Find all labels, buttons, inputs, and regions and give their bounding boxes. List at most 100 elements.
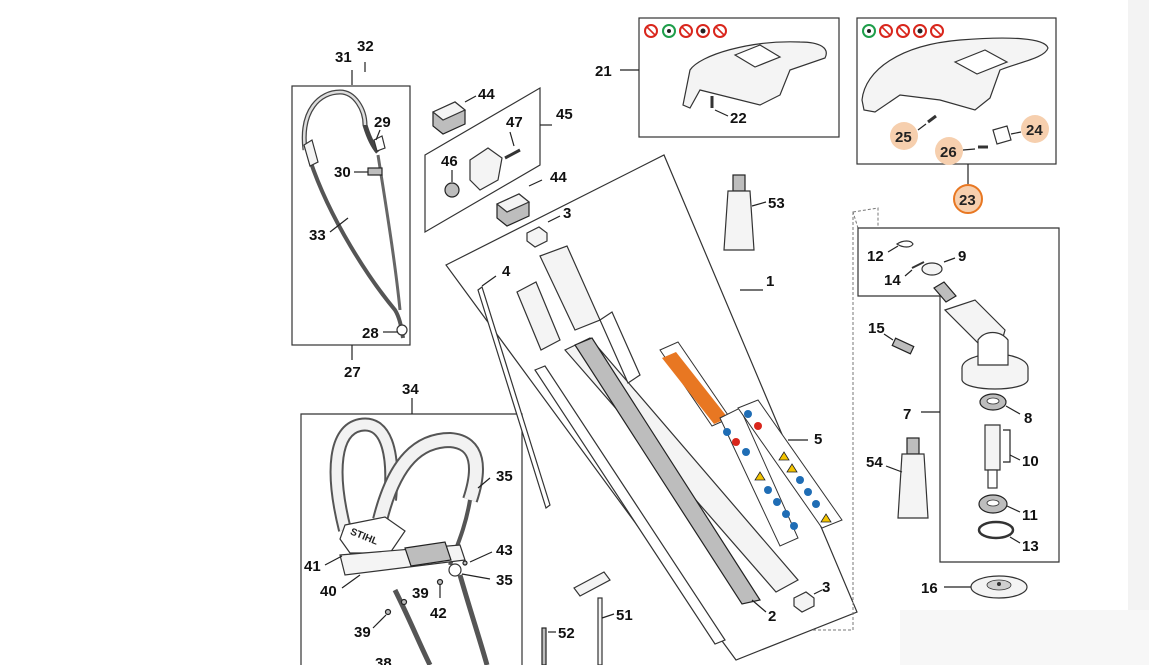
mandatory-blue-icon [782,510,790,518]
strap-slider [367,167,383,176]
guard-screw-25[interactable] [927,114,937,124]
callout-26: 26 [940,144,957,161]
deflector-guard-kit-21[interactable]: 21 22 [595,17,840,138]
callout-line-35a [477,477,491,489]
sleeve-9[interactable] [921,262,943,276]
circlip-12[interactable] [895,240,914,248]
grease-tube-53[interactable] [723,190,755,251]
screw-15[interactable] [891,337,915,355]
callout-38: 38 [375,655,392,665]
grease-tube-54-group[interactable]: 54 [866,437,929,519]
callout-12: 12 [867,248,884,265]
callout-line-53 [751,201,767,207]
gear-housing-flange [961,368,1029,390]
drive-shaft-lower [534,365,726,645]
gear-head-assembly[interactable]: 12 9 14 15 7 8 10 11 13 [812,207,1060,631]
callout-27: 27 [344,364,361,381]
snap-ring-13[interactable] [977,520,1015,540]
guard-21-frame [638,17,840,138]
warning-triangle-icon [786,463,798,473]
prohibited-icon [732,438,740,446]
spindle-gear-10[interactable] [984,424,1001,471]
grease-tube-54[interactable] [897,453,929,519]
callout-32: 32 [357,38,374,55]
callout-5: 5 [814,431,822,448]
tube-bushing-3-top[interactable] [526,226,548,248]
handle-knob-screw [444,182,460,198]
guard-23-body [861,37,1049,113]
callout-line-14 [904,269,913,277]
guard-21-mount [733,44,782,68]
harness-lower-strap-right [457,574,490,665]
mandatory-blue-icon [790,522,798,530]
callout-line-33 [329,217,349,233]
harness-pin [462,560,468,566]
harness-right-strap-pad [374,433,482,522]
shoulder-strap-assembly[interactable]: 31 32 29 30 33 28 27 [291,38,411,381]
strap-frame [291,85,411,346]
guard-23-symbols [862,24,944,38]
callout-15: 15 [868,320,885,337]
callout-2: 2 [768,608,776,625]
callout-line-43 [469,551,493,563]
callout-line-9 [943,257,956,263]
page-edge-shade [1128,0,1149,665]
callout-line-39b [372,614,387,629]
tools-and-grease[interactable]: 51 52 53 [541,174,785,665]
warning-triangle-icon [754,471,766,481]
callout-42: 42 [430,605,447,622]
warning-triangle-icon [820,513,832,523]
label-symbols [723,410,832,530]
pin-14[interactable] [911,261,925,269]
thrust-plate-16-group[interactable]: 16 [921,575,1028,599]
harness-screw-2 [400,598,408,606]
callout-line-44a [464,95,477,103]
callout-35a: 35 [496,468,513,485]
callout-39a: 39 [412,585,429,602]
callout-line-11 [1006,505,1021,513]
callout-line-10 [1009,454,1021,461]
callout-41: 41 [304,558,321,575]
callout-47: 47 [506,114,523,131]
handle-knob-46[interactable] [469,147,503,191]
combination-wrench-51[interactable] [573,571,611,597]
callout-8: 8 [1024,410,1032,427]
callout-line-8 [1005,405,1021,415]
callout-31: 31 [335,49,352,66]
callout-54: 54 [866,454,883,471]
strap-long [308,159,405,339]
callout-45: 45 [556,106,573,123]
drive-tube-assembly[interactable]: 3 4 1 5 3 2 [445,154,858,661]
drive-shaft-4[interactable] [477,286,551,509]
handle-kit[interactable]: 44 45 47 46 44 [424,86,573,234]
callout-line-3b [813,589,823,595]
harness-hip-pad [404,541,452,567]
callout-9: 9 [958,248,966,265]
callout-line-54 [885,465,903,473]
tube-bushing-3-bottom[interactable] [793,591,815,613]
callout-line-51 [601,613,615,619]
callout-14: 14 [884,272,901,289]
full-harness-assembly[interactable]: STIHL 34 35 43 35 41 40 39 42 39 38 [300,381,523,665]
harness-screw [384,608,392,616]
gear-head-dashed-link [812,212,854,631]
guard-23-mount [953,49,1009,75]
gear-head-dashed-outline [852,207,879,229]
screwdriver-52[interactable] [541,627,547,665]
guard-clip-24[interactable] [992,125,1012,145]
harness-nut [436,578,444,586]
guard-kit-23[interactable]: 24 25 26 23 [856,17,1057,214]
callout-51: 51 [616,607,633,624]
callout-44a: 44 [478,86,495,103]
callout-43: 43 [496,542,513,559]
callout-13: 13 [1022,538,1039,555]
warning-label-orange-band [662,352,728,424]
handle-screw-47[interactable] [504,148,521,160]
handle-clamp-44-bottom-face [495,193,531,213]
callout-22: 22 [730,110,747,127]
callout-35b: 35 [496,572,513,589]
grease-tube-cap-54 [906,437,920,455]
callout-line-13 [1009,536,1021,544]
harness-carabiner [448,563,462,577]
